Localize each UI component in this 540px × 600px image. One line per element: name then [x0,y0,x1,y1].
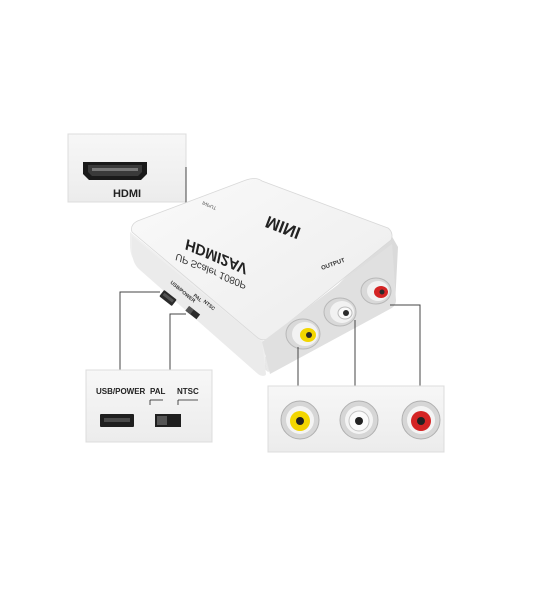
callout-pal-label: PAL [150,387,166,396]
usb-port-icon [159,290,177,306]
adapter-device: MINI HDMI2AV UP Scaler 1080P INPUT USB/P… [130,178,398,376]
device-rca-yellow [285,318,321,350]
rca-jack-icon [401,400,441,440]
usb-port-icon [100,414,134,427]
rca-jack-icon [280,400,320,440]
callout-usb-label: USB/POWER [96,387,146,396]
device-rca-red [360,277,392,305]
hdmi-callout: HDMI [67,133,187,203]
callout-ntsc-label: NTSC [177,387,199,396]
slide-switch-icon [185,305,201,320]
hdmi-callout-label: HDMI [113,188,141,200]
input-label: INPUT [202,199,218,211]
hdmi-port-icon [83,162,147,180]
slide-switch-icon [155,414,181,427]
rca-callout [267,385,445,453]
power-switch-callout-panel [85,369,213,443]
rca-red-guide-line [390,304,421,402]
device-rca-white [323,297,357,327]
device-pal-label: PAL [192,293,203,304]
rca-jack-icon [339,400,379,440]
usb-guide-line [119,291,160,393]
power-switch-callout: USB/POWER PAL NTSC [85,369,213,443]
